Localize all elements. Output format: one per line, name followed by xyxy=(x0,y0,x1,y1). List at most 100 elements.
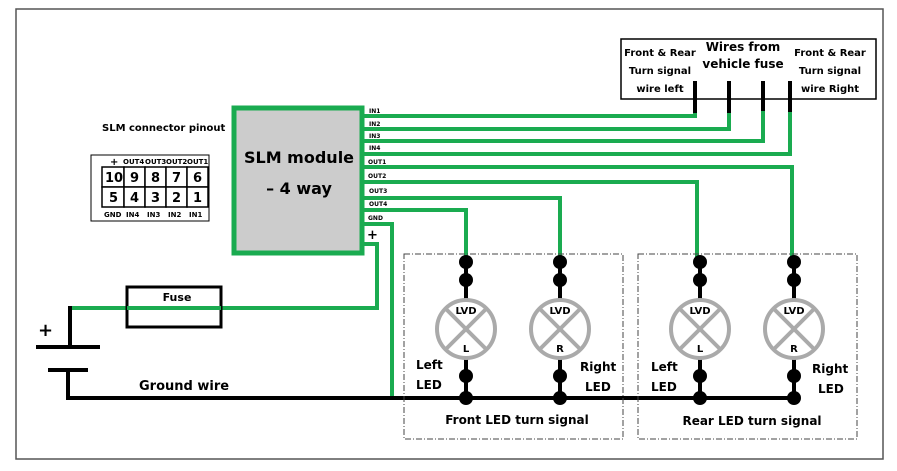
gnd-wire xyxy=(362,222,394,398)
battery-plus-label: + xyxy=(38,320,53,341)
lamp-side-label: L xyxy=(463,344,470,355)
connector-dot xyxy=(459,273,473,287)
vehicle-fuse-box: Front & Rear Turn signal wire left Wires… xyxy=(620,38,877,100)
pin-number: 1 xyxy=(193,191,202,206)
lamp-cross xyxy=(444,307,488,351)
pin-label: IN4 xyxy=(369,145,380,152)
lamps: LVD L LVD R LVD L LVD R xyxy=(435,255,825,405)
connector-dot xyxy=(693,369,707,383)
pinout-bottom-label: IN4 xyxy=(126,211,139,219)
lamp-top-label: LVD xyxy=(689,306,710,317)
lamp-side-label: R xyxy=(790,344,798,355)
led-lamp: LVD R xyxy=(763,255,825,405)
pin-label: GND xyxy=(368,215,383,222)
frame xyxy=(15,8,884,460)
pinout-top-label: OUT1 xyxy=(187,158,208,166)
connector-dot xyxy=(553,369,567,383)
led-lamp: LVD L xyxy=(435,255,497,405)
lamp-caption: LED xyxy=(651,380,677,394)
vehicle-center-label: vehicle fuse xyxy=(702,57,783,71)
connector-dot xyxy=(553,391,567,405)
output-wires xyxy=(362,165,794,258)
front-group-title: Front LED turn signal xyxy=(445,413,589,427)
connector-dot xyxy=(787,391,801,405)
led-lamp: LVD R xyxy=(529,255,591,405)
input-wires xyxy=(362,111,792,156)
vehicle-center-label: Wires from xyxy=(706,40,781,54)
rear-group-title: Rear LED turn signal xyxy=(682,414,821,428)
ground-wire-label: Ground wire xyxy=(139,379,229,394)
pin-number: 2 xyxy=(172,191,181,206)
lamp-side-label: R xyxy=(556,344,564,355)
module-label-1: SLM module xyxy=(244,148,354,167)
lamp-cross xyxy=(678,307,722,351)
connector-dot xyxy=(459,369,473,383)
connector-dot xyxy=(693,255,707,269)
module-label-2: – 4 way xyxy=(266,179,332,198)
connector-dot xyxy=(459,391,473,405)
pin-label: IN2 xyxy=(369,121,380,128)
lamp-caption: LED xyxy=(416,378,442,392)
lamp-cross xyxy=(772,307,816,351)
slm-module: SLM module – 4 way xyxy=(231,105,365,256)
pinout-bottom-label: GND xyxy=(104,211,122,219)
pinout-title: SLM connector pinout xyxy=(102,123,226,134)
pin-number: 4 xyxy=(130,191,139,206)
vehicle-left-label: Turn signal xyxy=(629,66,691,77)
lamp-top-label: LVD xyxy=(455,306,476,317)
lamp-caption: Left xyxy=(651,360,678,374)
lamp-top-label: LVD xyxy=(549,306,570,317)
vehicle-right-label: Front & Rear xyxy=(794,48,866,59)
connector-dot xyxy=(693,273,707,287)
pin-number: 5 xyxy=(109,191,118,206)
pin-number: 7 xyxy=(172,171,181,186)
fuse: Fuse xyxy=(125,285,223,329)
lamp-side-label: L xyxy=(697,344,704,355)
pin-number: 9 xyxy=(130,171,139,186)
vehicle-wire-stubs xyxy=(693,81,792,115)
pinout-bottom-label: IN1 xyxy=(189,211,202,219)
pinout-top-label: OUT4 xyxy=(123,158,144,166)
vehicle-right-label: Turn signal xyxy=(799,66,861,77)
connector-dot xyxy=(787,273,801,287)
pin-label: IN3 xyxy=(369,133,380,140)
pin-label: IN1 xyxy=(369,108,380,115)
connector-dot xyxy=(553,255,567,269)
connector-dot xyxy=(553,273,567,287)
pinout-bottom-label: IN2 xyxy=(168,211,181,219)
pin-label-plus: + xyxy=(367,228,378,243)
pinout-top-label-plus: + xyxy=(110,157,118,168)
vehicle-left-label: Front & Rear xyxy=(624,48,696,59)
pin-label: OUT3 xyxy=(369,188,387,195)
lamp-cross xyxy=(538,307,582,351)
lamp-caption: Right xyxy=(580,360,616,374)
pin-number: 10 xyxy=(105,171,123,186)
pin-label: OUT2 xyxy=(368,173,386,180)
lamp-caption: LED xyxy=(585,380,611,394)
pinout-connector: + OUT4 OUT3 OUT2 OUT1 10 9 8 7 6 5 4 3 2… xyxy=(90,154,210,222)
vehicle-right-label: wire Right xyxy=(801,84,859,95)
battery: + xyxy=(36,306,100,398)
lamp-caption: Right xyxy=(812,362,848,376)
front-group-frame xyxy=(403,253,624,440)
connector-dot xyxy=(459,255,473,269)
pin-number: 6 xyxy=(193,171,202,186)
led-lamp: LVD L xyxy=(669,255,731,405)
pinout-bottom-label: IN3 xyxy=(147,211,160,219)
power-wire xyxy=(70,242,379,310)
connector-dot xyxy=(787,255,801,269)
pinout-top-label: OUT2 xyxy=(166,158,187,166)
lamp-caption: Left xyxy=(416,358,443,372)
pin-label: OUT1 xyxy=(368,159,386,166)
lamp-caption: LED xyxy=(818,382,844,396)
pin-number: 3 xyxy=(151,191,160,206)
pin-label: OUT4 xyxy=(369,201,387,208)
lamp-top-label: LVD xyxy=(783,306,804,317)
module-pin-labels: IN1 IN2 IN3 IN4 OUT1 OUT2 OUT3 OUT4 GND … xyxy=(367,108,387,243)
connector-dot xyxy=(787,369,801,383)
pin-number: 8 xyxy=(151,171,160,186)
fuse-label: Fuse xyxy=(163,291,192,304)
vehicle-left-label: wire left xyxy=(636,84,683,95)
